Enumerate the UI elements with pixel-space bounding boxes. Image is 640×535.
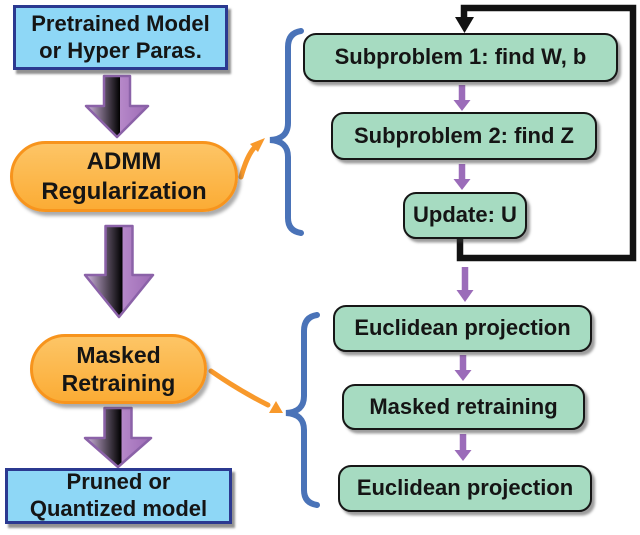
pretrained-model-box: Pretrained Model or Hyper Paras. [13, 5, 228, 70]
masked-retraining-node: Masked Retraining [30, 334, 207, 404]
output-model-box: Pruned or Quantized model [5, 468, 232, 524]
admm-step-update-u: Update: U [403, 192, 527, 239]
down-arrow-icon [84, 74, 150, 139]
down-arrow-icon [83, 224, 155, 319]
step-label: Masked retraining [369, 393, 558, 419]
admm-line-2: Regularization [41, 177, 207, 205]
retrain-step-masked: Masked retraining [342, 384, 585, 430]
retrain-expand-arrow-icon [208, 368, 283, 413]
retrain-steps-brace [285, 312, 320, 508]
step-label: Subproblem 2: find Z [354, 122, 574, 148]
step-label: Euclidean projection [354, 315, 571, 341]
admm-steps-brace [269, 28, 304, 236]
masked-line-2: Retraining [61, 370, 176, 396]
step-label: Update: U [413, 202, 517, 228]
output-line-1: Pruned or [66, 469, 171, 495]
step-label: Euclidean projection [356, 475, 574, 501]
admm-step-subproblem1: Subproblem 1: find W, b [303, 33, 618, 82]
retrain-step-euclidean-1: Euclidean projection [333, 305, 592, 352]
step-arrow-icon [453, 85, 474, 461]
admm-regularization-node: ADMM Regularization [10, 141, 238, 212]
pretrained-line-1: Pretrained Model [31, 10, 210, 36]
down-arrow-icon [83, 406, 153, 469]
admm-line-1: ADMM [86, 148, 162, 176]
output-line-2: Quantized model [29, 496, 208, 521]
step-label: Subproblem 1: find W, b [334, 44, 587, 70]
iteration-loop-arrow-icon [455, 4, 637, 262]
pretrained-line-2: or Hyper Paras. [39, 37, 202, 63]
admm-step-subproblem2: Subproblem 2: find Z [331, 112, 597, 160]
retrain-step-euclidean-2: Euclidean projection [338, 465, 592, 512]
admm-expand-arrow-icon [238, 138, 265, 180]
masked-line-1: Masked [76, 341, 161, 368]
